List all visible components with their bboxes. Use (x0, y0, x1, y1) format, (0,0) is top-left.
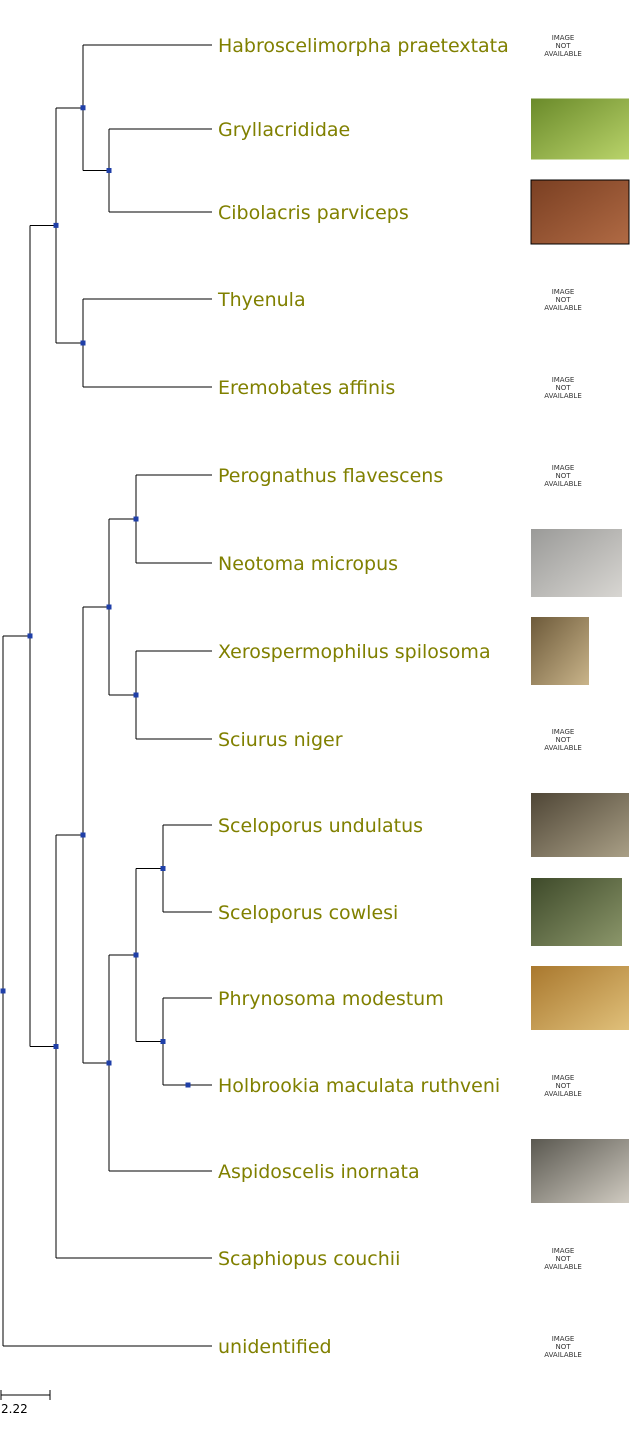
image-not-available-text: IMAGE (552, 464, 575, 472)
taxon-photo (531, 617, 589, 685)
image-not-available-text: IMAGE (552, 1074, 575, 1082)
image-not-available-text: IMAGE (552, 728, 575, 736)
image-not-available-text: IMAGE (552, 1247, 575, 1255)
taxon-photo (530, 179, 630, 245)
image-not-available-text: NOT (555, 1082, 571, 1090)
taxon-label[interactable]: Eremobates affinis (218, 377, 395, 399)
taxon-images: IMAGENOTAVAILABLEIMAGENOTAVAILABLEIMAGEN… (530, 34, 630, 1359)
taxon-labels: Habroscelimorpha praetextataGryllacridid… (217, 35, 509, 1358)
image-not-available-text: NOT (555, 736, 571, 744)
taxon-label[interactable]: Neotoma micropus (218, 553, 398, 575)
image-not-available-text: AVAILABLE (544, 480, 582, 488)
internal-node-marker (160, 866, 166, 871)
image-not-available-text: AVAILABLE (544, 1090, 582, 1098)
internal-node-marker (0, 988, 6, 994)
tree-branches (2, 44, 212, 1347)
image-not-available-text: NOT (555, 42, 571, 50)
image-not-available-text: AVAILABLE (544, 744, 582, 752)
taxon-label[interactable]: unidentified (218, 1336, 332, 1358)
taxon-label[interactable]: Habroscelimorpha praetextata (218, 35, 509, 57)
internal-node-marker (106, 1060, 112, 1066)
tree-nodes (0, 105, 191, 1088)
taxon-label[interactable]: Sceloporus cowlesi (218, 902, 398, 924)
internal-node-marker (133, 692, 139, 698)
image-not-available-text: IMAGE (552, 376, 575, 384)
taxon-label[interactable]: Perognathus flavescens (218, 465, 443, 487)
taxon-photo (531, 98, 629, 160)
image-not-available-text: IMAGE (552, 1335, 575, 1343)
internal-node-marker (133, 952, 139, 958)
image-not-available-text: NOT (555, 1255, 571, 1263)
internal-node-marker (80, 105, 86, 111)
internal-node-marker (80, 832, 86, 838)
taxon-photo (531, 529, 622, 597)
image-not-available-text: NOT (555, 1343, 571, 1351)
taxon-label[interactable]: Phrynosoma modestum (218, 988, 444, 1010)
scale-bar: 2.22 (0, 1390, 51, 1416)
taxon-label[interactable]: Holbrookia maculata ruthveni (218, 1075, 500, 1097)
internal-node-marker (133, 516, 139, 522)
internal-node-marker (27, 633, 33, 639)
internal-node-marker (106, 168, 112, 173)
image-not-available-text: NOT (555, 384, 571, 392)
taxon-label[interactable]: Thyenula (217, 289, 306, 311)
taxon-label[interactable]: Sciurus niger (218, 729, 343, 751)
taxon-label[interactable]: Sceloporus undulatus (218, 815, 423, 837)
image-not-available-text: NOT (555, 472, 571, 480)
internal-node-marker (185, 1082, 191, 1088)
internal-node-marker (80, 340, 86, 346)
image-not-available-text: AVAILABLE (544, 1263, 582, 1271)
image-not-available-text: AVAILABLE (544, 1351, 582, 1359)
taxon-label[interactable]: Gryllacrididae (218, 119, 350, 141)
taxon-label[interactable]: Scaphiopus couchii (218, 1248, 400, 1270)
internal-node-marker (160, 1039, 166, 1044)
image-not-available-text: IMAGE (552, 288, 575, 296)
image-not-available-text: AVAILABLE (544, 50, 582, 58)
internal-node-marker (53, 222, 59, 228)
image-not-available-text: NOT (555, 296, 571, 304)
taxon-photo (531, 878, 622, 946)
taxon-label[interactable]: Aspidoscelis inornata (218, 1161, 420, 1183)
scale-bar-label: 2.22 (1, 1402, 28, 1416)
image-not-available-text: AVAILABLE (544, 304, 582, 312)
taxon-label[interactable]: Cibolacris parviceps (218, 202, 409, 224)
image-not-available-text: IMAGE (552, 34, 575, 42)
internal-node-marker (106, 604, 112, 610)
taxon-photo (531, 1139, 629, 1203)
taxon-label[interactable]: Xerospermophilus spilosoma (218, 641, 491, 663)
internal-node-marker (53, 1044, 59, 1049)
image-not-available-text: AVAILABLE (544, 392, 582, 400)
taxon-photo (531, 793, 629, 857)
taxon-photo (531, 966, 629, 1030)
